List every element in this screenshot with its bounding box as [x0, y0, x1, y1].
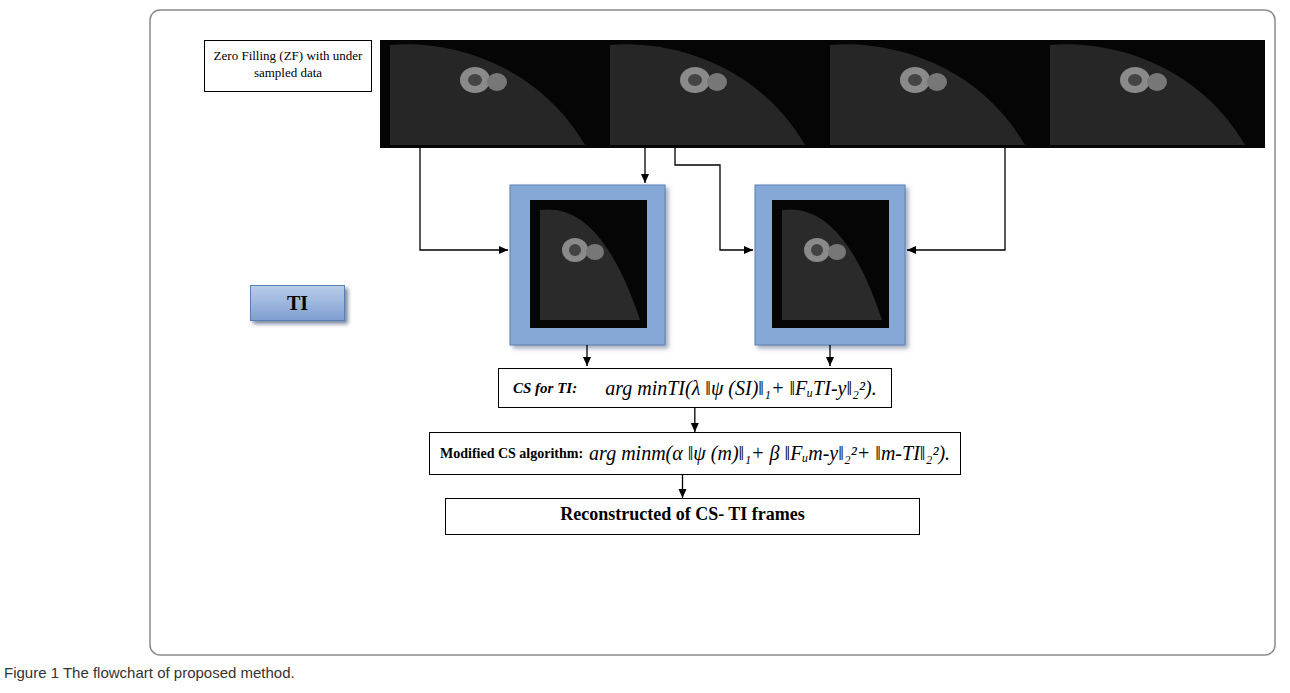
box-label: Reconstructed of CS- TI frames	[456, 504, 909, 525]
formula-box: CS for TI: arg minTI(λ ‖ψ (SI)‖₁+ ‖FᵤTI-y…	[498, 368, 892, 408]
process-box: TI	[250, 285, 345, 321]
box-label: TI	[255, 292, 340, 314]
note-box: Zero Filling (ZF) with under sampled dat…	[204, 40, 372, 92]
box-label: Modified CS algorithm:	[440, 446, 583, 462]
leader-arrows	[420, 148, 1005, 366]
outer-frame	[150, 10, 1275, 655]
figure-caption: Figure 1 The flowchart of proposed metho…	[4, 664, 295, 681]
formula-box: Modified CS algorithm: arg minm(α ‖ψ (m)‖…	[429, 432, 961, 475]
mri-strip	[380, 40, 1265, 148]
box-label: CS for TI:	[513, 380, 577, 397]
ti-panel	[510, 185, 665, 345]
ti-panel	[755, 185, 905, 345]
flow-arrow	[694, 408, 695, 432]
process-box: Reconstructed of CS- TI frames	[445, 498, 920, 535]
box-label: Zero Filling (ZF) with under sampled dat…	[213, 47, 363, 81]
formula-text: arg minm(α ‖ψ (m)‖₁+ β ‖Fᵤm-y‖₂²+ ‖m-TI‖…	[589, 442, 950, 465]
formula-text: arg minTI(λ ‖ψ (SI)‖₁+ ‖FᵤTI-y‖₂²).	[605, 377, 876, 400]
flow-arrow	[682, 475, 683, 498]
